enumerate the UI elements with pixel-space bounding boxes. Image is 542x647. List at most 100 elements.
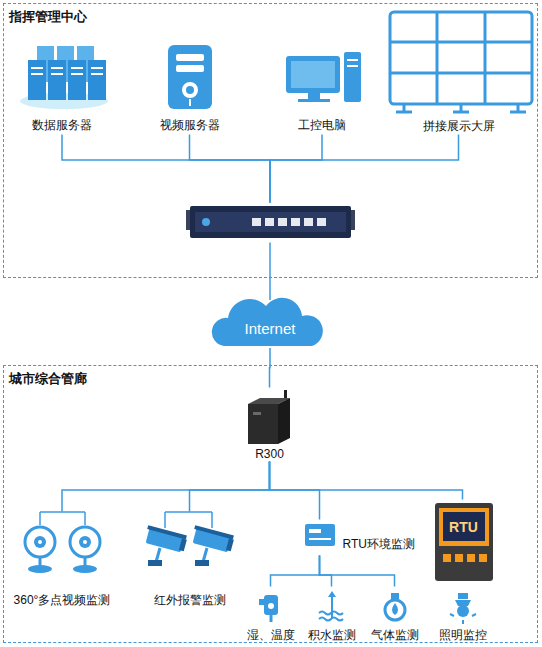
- lamp-icon: [458, 593, 468, 599]
- rtu-icon: [309, 538, 331, 540]
- infrared-camera-icon: [194, 525, 234, 539]
- connector: [320, 556, 395, 587]
- computer-icon: [347, 59, 358, 61]
- video-server-icon: [168, 45, 212, 109]
- gas-sensor-icon: [392, 603, 398, 615]
- connector: [269, 243, 271, 301]
- video-server-icon: [189, 99, 191, 106]
- webcam-icon: [34, 536, 46, 548]
- server-cluster-icon: [31, 73, 43, 75]
- firewall-icon: [252, 218, 261, 226]
- firewall-icon: [195, 212, 346, 232]
- video-wall-icon: [510, 111, 526, 114]
- zone-band: 城市综合管廊 R300 360°多点视频监测红外报警监测 RTU环境监测湿、温度积水监…: [3, 365, 538, 643]
- webcam-icon: [84, 557, 87, 566]
- webcam-icon: [25, 527, 100, 573]
- sensor-node: 气体监测: [362, 587, 428, 643]
- computer-icon: [286, 52, 361, 102]
- water-sensor-icon: [319, 618, 343, 621]
- zone-title: 城市综合管廊: [9, 370, 129, 387]
- firewall-icon: [291, 218, 300, 226]
- rtu-panel-icon: [455, 554, 463, 562]
- node-label: 积水监测: [302, 627, 362, 643]
- computer-node: 工控电脑: [275, 45, 370, 135]
- infrared-camera-icon: [226, 538, 234, 551]
- connector: [320, 556, 332, 587]
- firewall-icon: [304, 218, 313, 226]
- infrared-camera-icon: [191, 525, 235, 553]
- rtu-panel-icon: [467, 554, 475, 562]
- node-label: 工控电脑: [275, 117, 370, 133]
- router-icon: [278, 398, 290, 444]
- connector: [62, 135, 270, 203]
- branch-wire: [164, 512, 166, 528]
- gas-sensor-icon: [385, 600, 405, 620]
- rtu-panel-icon: [443, 512, 485, 541]
- node-label: Internet: [205, 319, 335, 338]
- server-cluster-icon: [88, 60, 106, 100]
- video-wall-icon: [390, 41, 532, 44]
- infrared-camera-icon: [148, 560, 162, 566]
- rtu-icon: [305, 524, 335, 546]
- branch-wire: [40, 512, 212, 528]
- branch-wire: [39, 512, 41, 525]
- webcam-icon: [73, 565, 97, 573]
- firewall-icon: [265, 218, 274, 226]
- cloud-node: Internet: [205, 300, 335, 348]
- infrared-camera-icon: [203, 548, 207, 562]
- node-label: 拼接展示大屏: [385, 118, 533, 134]
- rtu-icon: [309, 529, 321, 533]
- server-cluster-icon: [51, 67, 63, 69]
- node-label: 气体监测: [362, 627, 428, 643]
- rtu-panel-icon: [435, 503, 493, 581]
- video-wall-icon: [453, 111, 469, 114]
- webcam-icon: [25, 527, 55, 557]
- rtu-panel-icon: [479, 554, 487, 562]
- connector: [62, 462, 270, 512]
- video-wall-icon: [484, 12, 487, 104]
- connector: [190, 135, 271, 203]
- branch-wire: [84, 512, 86, 525]
- infrared-camera-icon: [156, 548, 160, 562]
- router-icon: [253, 412, 261, 415]
- computer-icon: [291, 61, 335, 88]
- humidity-sensor-icon: [270, 615, 273, 622]
- server-cluster-icon: [68, 60, 86, 100]
- server-cluster-icon: [71, 73, 83, 75]
- router-icon: [248, 390, 290, 444]
- gas-sensor-icon: [385, 593, 405, 620]
- camera-node: 360°多点视频监测: [5, 512, 120, 610]
- computer-icon: [347, 65, 358, 67]
- server-node: 数据服务器: [15, 40, 110, 135]
- lamp-icon: [457, 605, 469, 617]
- infrared-camera-icon: [144, 525, 188, 553]
- node-label: RTU: [443, 518, 485, 536]
- rtu-panel-node: RTU照明监控: [430, 500, 496, 643]
- connector: [271, 556, 320, 587]
- sensor-node: 湿、温度: [238, 587, 304, 643]
- connector: [270, 135, 322, 203]
- infrared-camera-icon: [195, 560, 209, 566]
- humidity-sensor-icon: [268, 603, 274, 609]
- infrared-camera-icon: [144, 525, 235, 566]
- server-node: 视频服务器: [140, 40, 240, 135]
- video-server-icon: [176, 54, 204, 61]
- connector: [270, 135, 459, 203]
- video-wall-icon: [390, 72, 532, 75]
- water-sensor-icon: [328, 591, 336, 597]
- router-icon: [248, 404, 278, 444]
- firewall-icon: [190, 206, 351, 238]
- humidity-sensor-icon: [259, 599, 265, 605]
- node-label: RTU环境监测: [343, 536, 428, 552]
- zone-title: 指挥管理中心: [9, 8, 129, 25]
- server-cluster-icon: [31, 67, 43, 69]
- lamp-icon: [462, 620, 464, 624]
- node-label: R300: [232, 446, 308, 462]
- water-sensor-icon: [319, 612, 343, 615]
- computer-icon: [286, 56, 340, 93]
- node-label: 红外报警监测: [135, 592, 245, 608]
- connector: [270, 462, 463, 500]
- video-server-icon: [186, 86, 194, 94]
- lamp-icon: [450, 593, 476, 624]
